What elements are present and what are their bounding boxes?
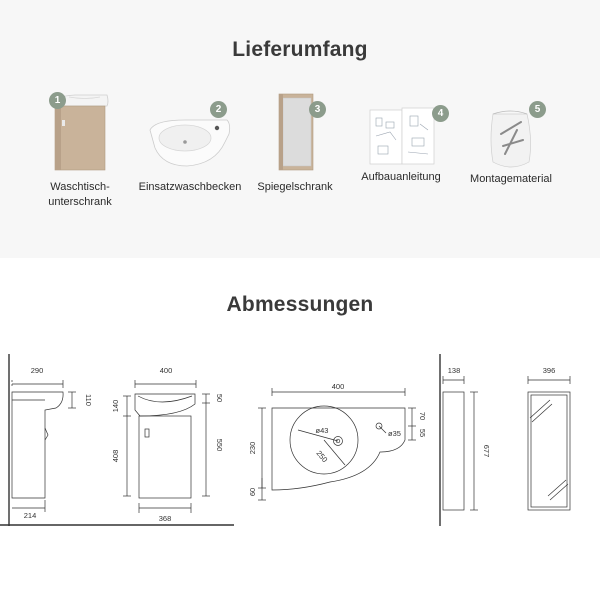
item-cabinet: Waschtisch- unterschrank xyxy=(25,92,135,210)
item-2-badge: 2 xyxy=(210,101,227,118)
item-4-label: Aufbauanleitung xyxy=(346,170,456,185)
item-3-label-line1: Spiegelschrank xyxy=(257,181,333,193)
basin-image xyxy=(149,119,231,167)
drain-diameter-label: ø43 xyxy=(316,426,329,435)
manual-image xyxy=(369,107,435,165)
item-basin: Einsatzwaschbecken xyxy=(135,112,245,195)
dimensions-section xyxy=(0,258,600,600)
item-1-label-line1: Waschtisch- xyxy=(50,181,110,193)
side-view xyxy=(0,354,234,526)
front-offset-label: 60 xyxy=(248,488,257,496)
top-width-label: 400 xyxy=(332,382,345,391)
front-rim-height-label: 50 xyxy=(215,394,224,402)
mirror-front-view xyxy=(527,376,571,511)
dimension-drawing: 290 110 214 400 50 140 408 550 368 400 ø… xyxy=(0,354,571,526)
item-mirror-cabinet: Spiegelschrank xyxy=(240,92,350,195)
side-top-width-label: 290 xyxy=(31,366,44,375)
side-bottom-depth-label: 214 xyxy=(24,511,37,520)
tap-diameter-label: ø35 xyxy=(388,429,401,438)
item-5-label: Montagematerial xyxy=(456,172,566,187)
item-1-label: Waschtisch- unterschrank xyxy=(25,180,135,210)
item-2-label: Einsatzwaschbecken xyxy=(135,180,245,195)
front-cabinet-height-label: 408 xyxy=(111,450,120,463)
item-5-badge: 5 xyxy=(529,101,546,118)
delivery-title: Lieferumfang xyxy=(232,38,368,61)
item-mounting-material: Montagematerial xyxy=(456,100,566,187)
mirror-depth-label: 138 xyxy=(448,366,461,375)
item-3-badge: 3 xyxy=(309,101,326,118)
front-basin-height-label: 140 xyxy=(111,400,120,413)
item-manual: Aufbauanleitung xyxy=(346,102,456,185)
mirror-height-label: 677 xyxy=(482,445,491,458)
mirror-width-label: 396 xyxy=(543,366,556,375)
top-view xyxy=(258,388,416,501)
tap-offset-a-label: 70 xyxy=(418,412,427,420)
mirror-cabinet-image xyxy=(278,93,314,171)
mounting-bag-image xyxy=(490,110,531,168)
mirror-side-view xyxy=(439,354,478,526)
dimensions-title: Abmessungen xyxy=(226,293,374,316)
front-view xyxy=(123,380,210,513)
front-top-width-label: 400 xyxy=(160,366,173,375)
item-1-badge: 1 xyxy=(49,92,66,109)
item-4-label-line1: Aufbauanleitung xyxy=(361,171,441,183)
item-1-label-line2: unterschrank xyxy=(48,196,112,208)
side-basin-height-label: 110 xyxy=(84,394,93,406)
cabinet-image xyxy=(52,94,109,171)
front-total-height-label: 550 xyxy=(215,439,224,452)
item-2-label-line1: Einsatzwaschbecken xyxy=(138,181,242,193)
item-5-label-line1: Montagematerial xyxy=(470,173,552,185)
tap-offset-b-label: 55 xyxy=(418,429,427,437)
front-bottom-width-label: 368 xyxy=(159,514,172,523)
item-4-badge: 4 xyxy=(432,105,449,122)
item-3-label: Spiegelschrank xyxy=(240,180,350,195)
top-depth-label: 230 xyxy=(248,442,257,455)
bowl-diameter-label: 250 xyxy=(314,449,329,464)
